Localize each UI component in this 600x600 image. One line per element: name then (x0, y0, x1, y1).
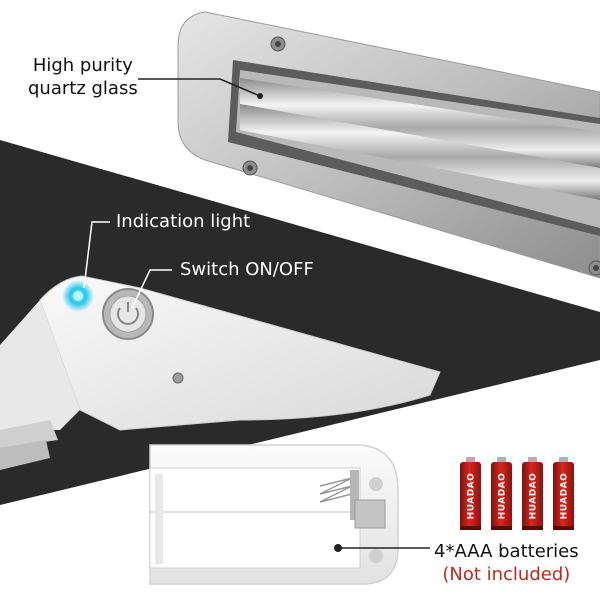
screw-icon (172, 372, 184, 384)
batteries-callout-line1: 4*AAA batteries (434, 541, 579, 562)
battery-brand-label: HUADAO (498, 473, 508, 520)
switch-leader-line (131, 269, 172, 309)
battery: HUADAO (522, 457, 543, 530)
battery-compartment (149, 444, 399, 585)
battery: HUADAO (460, 457, 481, 530)
quartz-callout-line2: quartz glass (28, 78, 138, 99)
quartz-leader-line (138, 78, 261, 97)
quartz-glass-tube (240, 78, 600, 200)
battery-spring (319, 477, 353, 503)
power-switch-button[interactable] (102, 288, 154, 340)
quartz-callout-line1: High purity (32, 55, 133, 76)
battery-group: HUADAO HUADAO HUADAO HUADAO (460, 457, 574, 530)
batteries-callout-line2: (Not included) (442, 564, 571, 585)
lamp-head (177, 11, 600, 279)
indication-light-callout: Indication light (116, 211, 251, 232)
switch-callout: Switch ON/OFF (180, 259, 314, 280)
battery-brand-label: HUADAO (529, 473, 539, 520)
battery: HUADAO (491, 457, 512, 530)
power-icon (117, 307, 139, 325)
batteries-callout: 4*AAA batteries (Not included) (434, 540, 579, 586)
indicator-leader-line (83, 221, 110, 289)
battery-brand-label: HUADAO (467, 473, 477, 520)
lamp-body (0, 275, 441, 470)
battery: HUADAO (553, 457, 574, 530)
battery-brand-label: HUADAO (560, 473, 570, 520)
quartz-glass-callout: High purity quartz glass (28, 54, 138, 100)
